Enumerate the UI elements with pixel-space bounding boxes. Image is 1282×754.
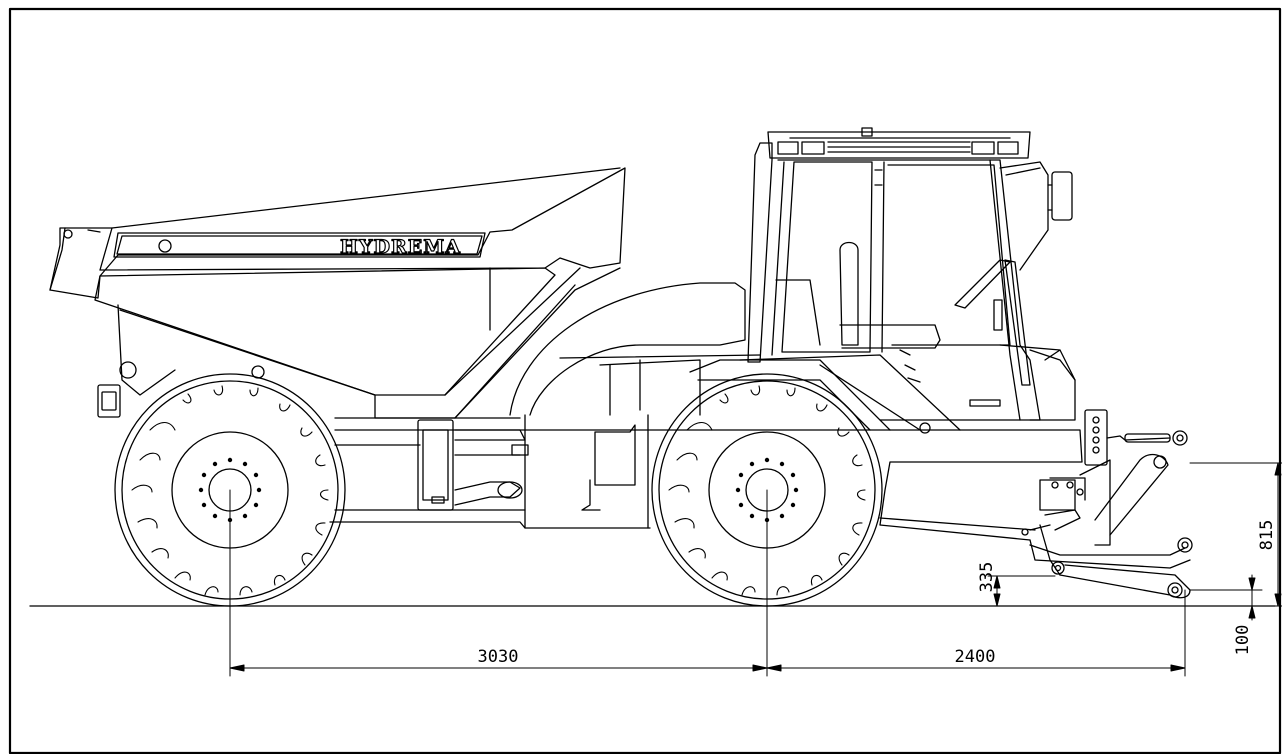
rear-overhang-dimension: 2400 [955,647,996,667]
dimension-lines [229,462,1282,677]
rear-light [97,361,265,418]
three-point-hitch [879,409,1193,599]
dump-body: HYDREMA [49,167,626,419]
front-frame [689,344,1076,434]
brand-label: HYDREMA [340,236,461,258]
ground-clearance-dimension: 100 [1233,625,1253,656]
lower-link-height-dimension: 335 [977,562,997,593]
wheelbase-dimension: 3030 [478,647,519,667]
chassis [329,282,1083,529]
cab [747,127,1076,421]
upper-link-height-dimension: 815 [1257,520,1277,551]
drawing-frame [8,7,1282,754]
